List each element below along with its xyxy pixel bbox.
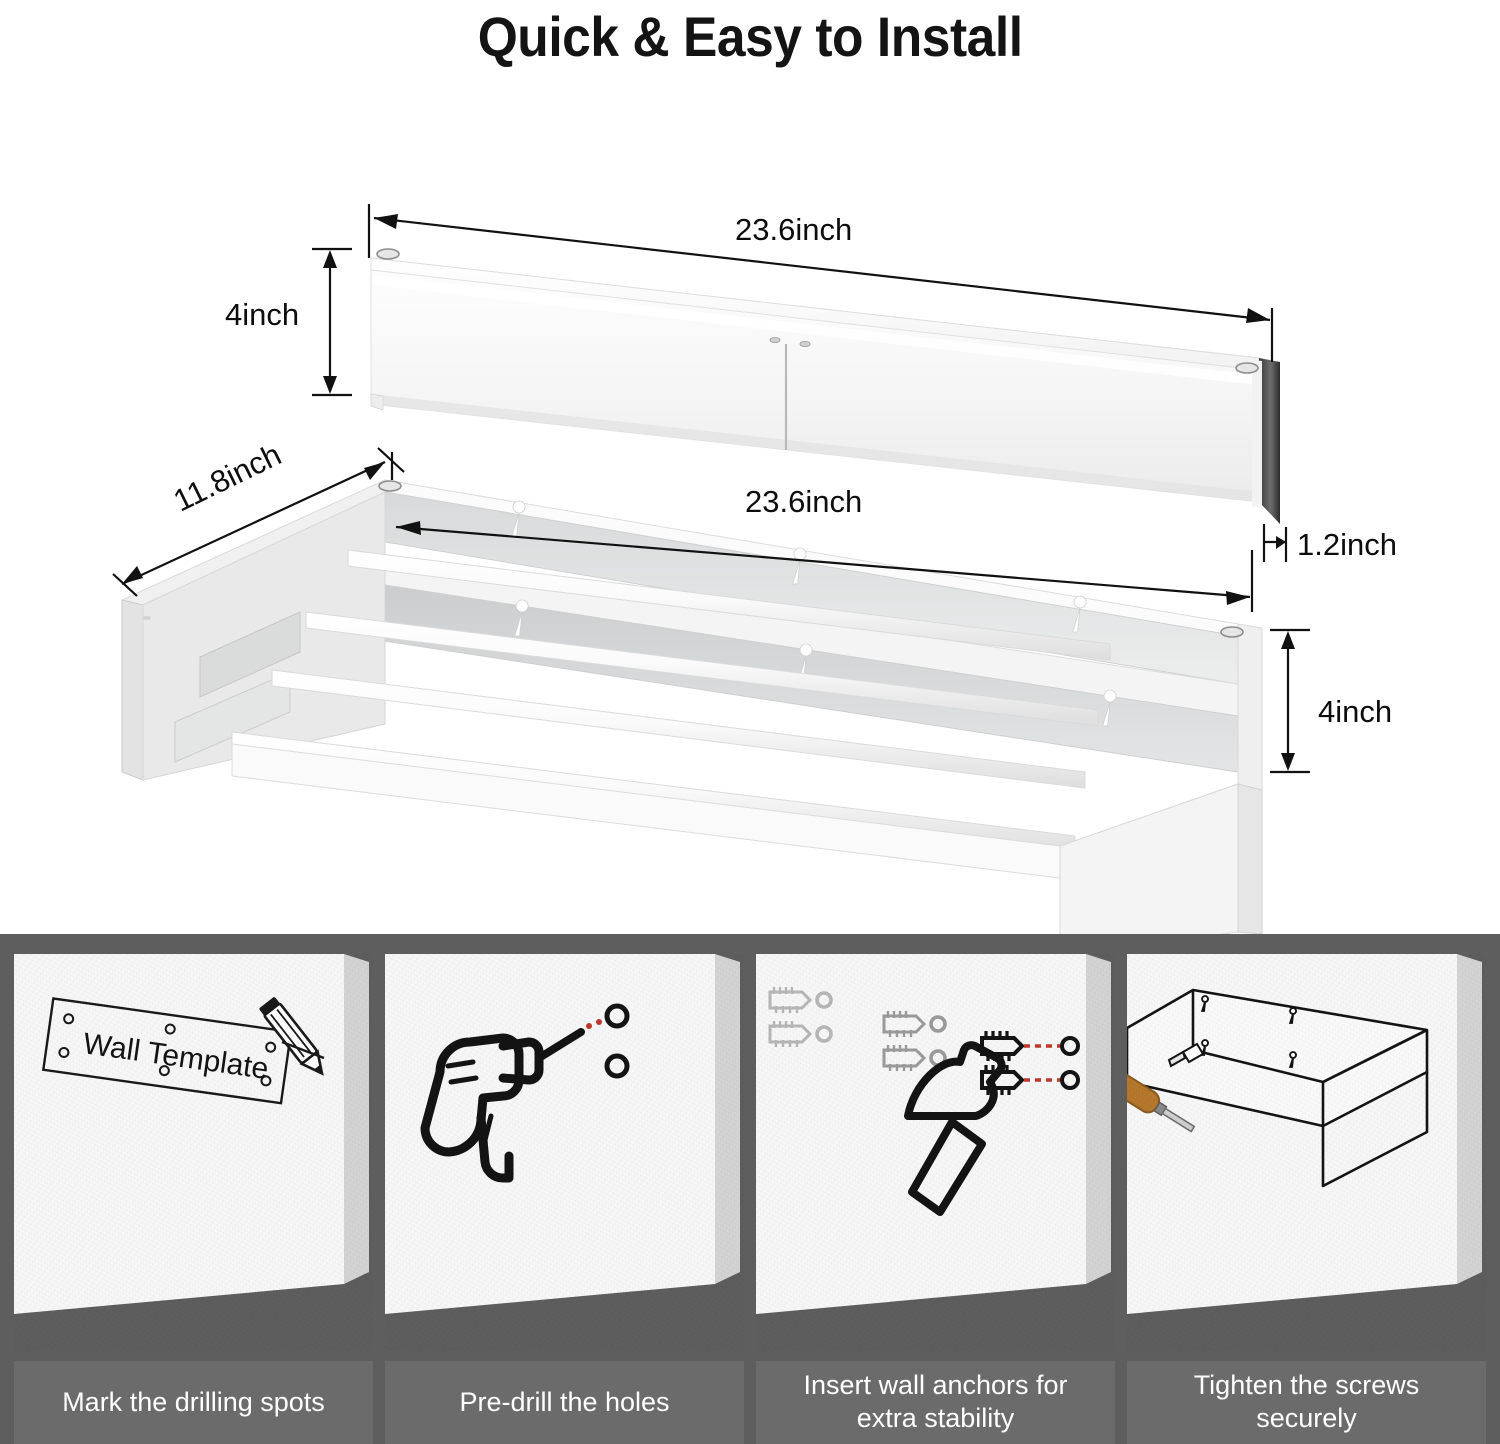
dimension-label-shelf-length: 23.6inch <box>745 484 863 519</box>
dimension-label-shelf-height: 4inch <box>1318 694 1393 729</box>
dimension-label-top-height: 4inch <box>225 297 300 332</box>
dimension-label-thickness: 1.2inch <box>1297 527 1397 562</box>
install-step-1-illustration: Wall Template <box>14 954 373 1351</box>
screw-icon <box>1167 1042 1205 1068</box>
shelf-rods <box>231 549 1111 855</box>
install-step-1: Wall Template Mark the drilling spots <box>14 954 373 1444</box>
install-step-3: Insert wall anchors for extra stability <box>756 954 1115 1444</box>
install-step-2-illustration <box>385 954 744 1351</box>
install-step-2-caption: Pre-drill the holes <box>385 1360 744 1444</box>
install-step-3-caption: Insert wall anchors for extra stability <box>756 1360 1115 1444</box>
shelf-bracket-outline <box>1127 988 1429 1188</box>
dimension-line-top-length <box>367 204 1274 362</box>
product-diagram: 23.6inch 4inch 1.2inch 11.8inch 23.6inch… <box>0 72 1500 934</box>
dimension-line-thickness <box>1262 524 1288 562</box>
page-title: Quick & Easy to Install <box>477 4 1023 68</box>
install-step-4-illustration <box>1127 954 1486 1351</box>
pencil-icon <box>259 997 324 1076</box>
wall-anchor-ghost-2 <box>882 1011 947 1071</box>
wall-anchor-ghost-1 <box>768 987 833 1047</box>
install-step-2: Pre-drill the holes <box>385 954 744 1444</box>
shelf-product <box>121 479 1263 934</box>
dimension-line-top-height <box>312 247 352 397</box>
product-illustration <box>112 204 1310 934</box>
install-step-4-caption: Tighten the screws securely <box>1127 1360 1486 1444</box>
drilled-hole-2 <box>604 1053 630 1079</box>
hammer-icon <box>904 1041 1006 1216</box>
bracket-keyholes <box>1200 995 1297 1068</box>
page-title-bar: Quick & Easy to Install <box>0 0 1500 72</box>
top-bar-product <box>370 248 1280 524</box>
dimension-line-depth <box>112 447 405 597</box>
install-steps-strip: Wall Template Mark the drilling spots <box>0 934 1500 1444</box>
install-step-4-caption-line2: securely <box>1256 1403 1357 1434</box>
install-step-4: Tighten the screws securely <box>1127 954 1486 1444</box>
dimension-line-bottom-length <box>390 452 1254 612</box>
install-step-3-caption-line1: Insert wall anchors for <box>803 1370 1068 1401</box>
screwdriver-icon <box>1127 1069 1196 1133</box>
install-step-1-caption: Mark the drilling spots <box>14 1360 373 1444</box>
drilled-hole-1 <box>604 1003 630 1029</box>
power-drill-icon <box>420 1028 585 1183</box>
install-step-3-caption-line2: extra stability <box>856 1403 1015 1434</box>
dimension-label-top-length: 23.6inch <box>735 212 853 247</box>
install-step-4-caption-line1: Tighten the screws <box>1193 1370 1420 1401</box>
dimension-line-bottom-height <box>1270 628 1310 774</box>
drill-trail-dots <box>586 1019 602 1029</box>
install-step-3-illustration <box>756 954 1115 1351</box>
